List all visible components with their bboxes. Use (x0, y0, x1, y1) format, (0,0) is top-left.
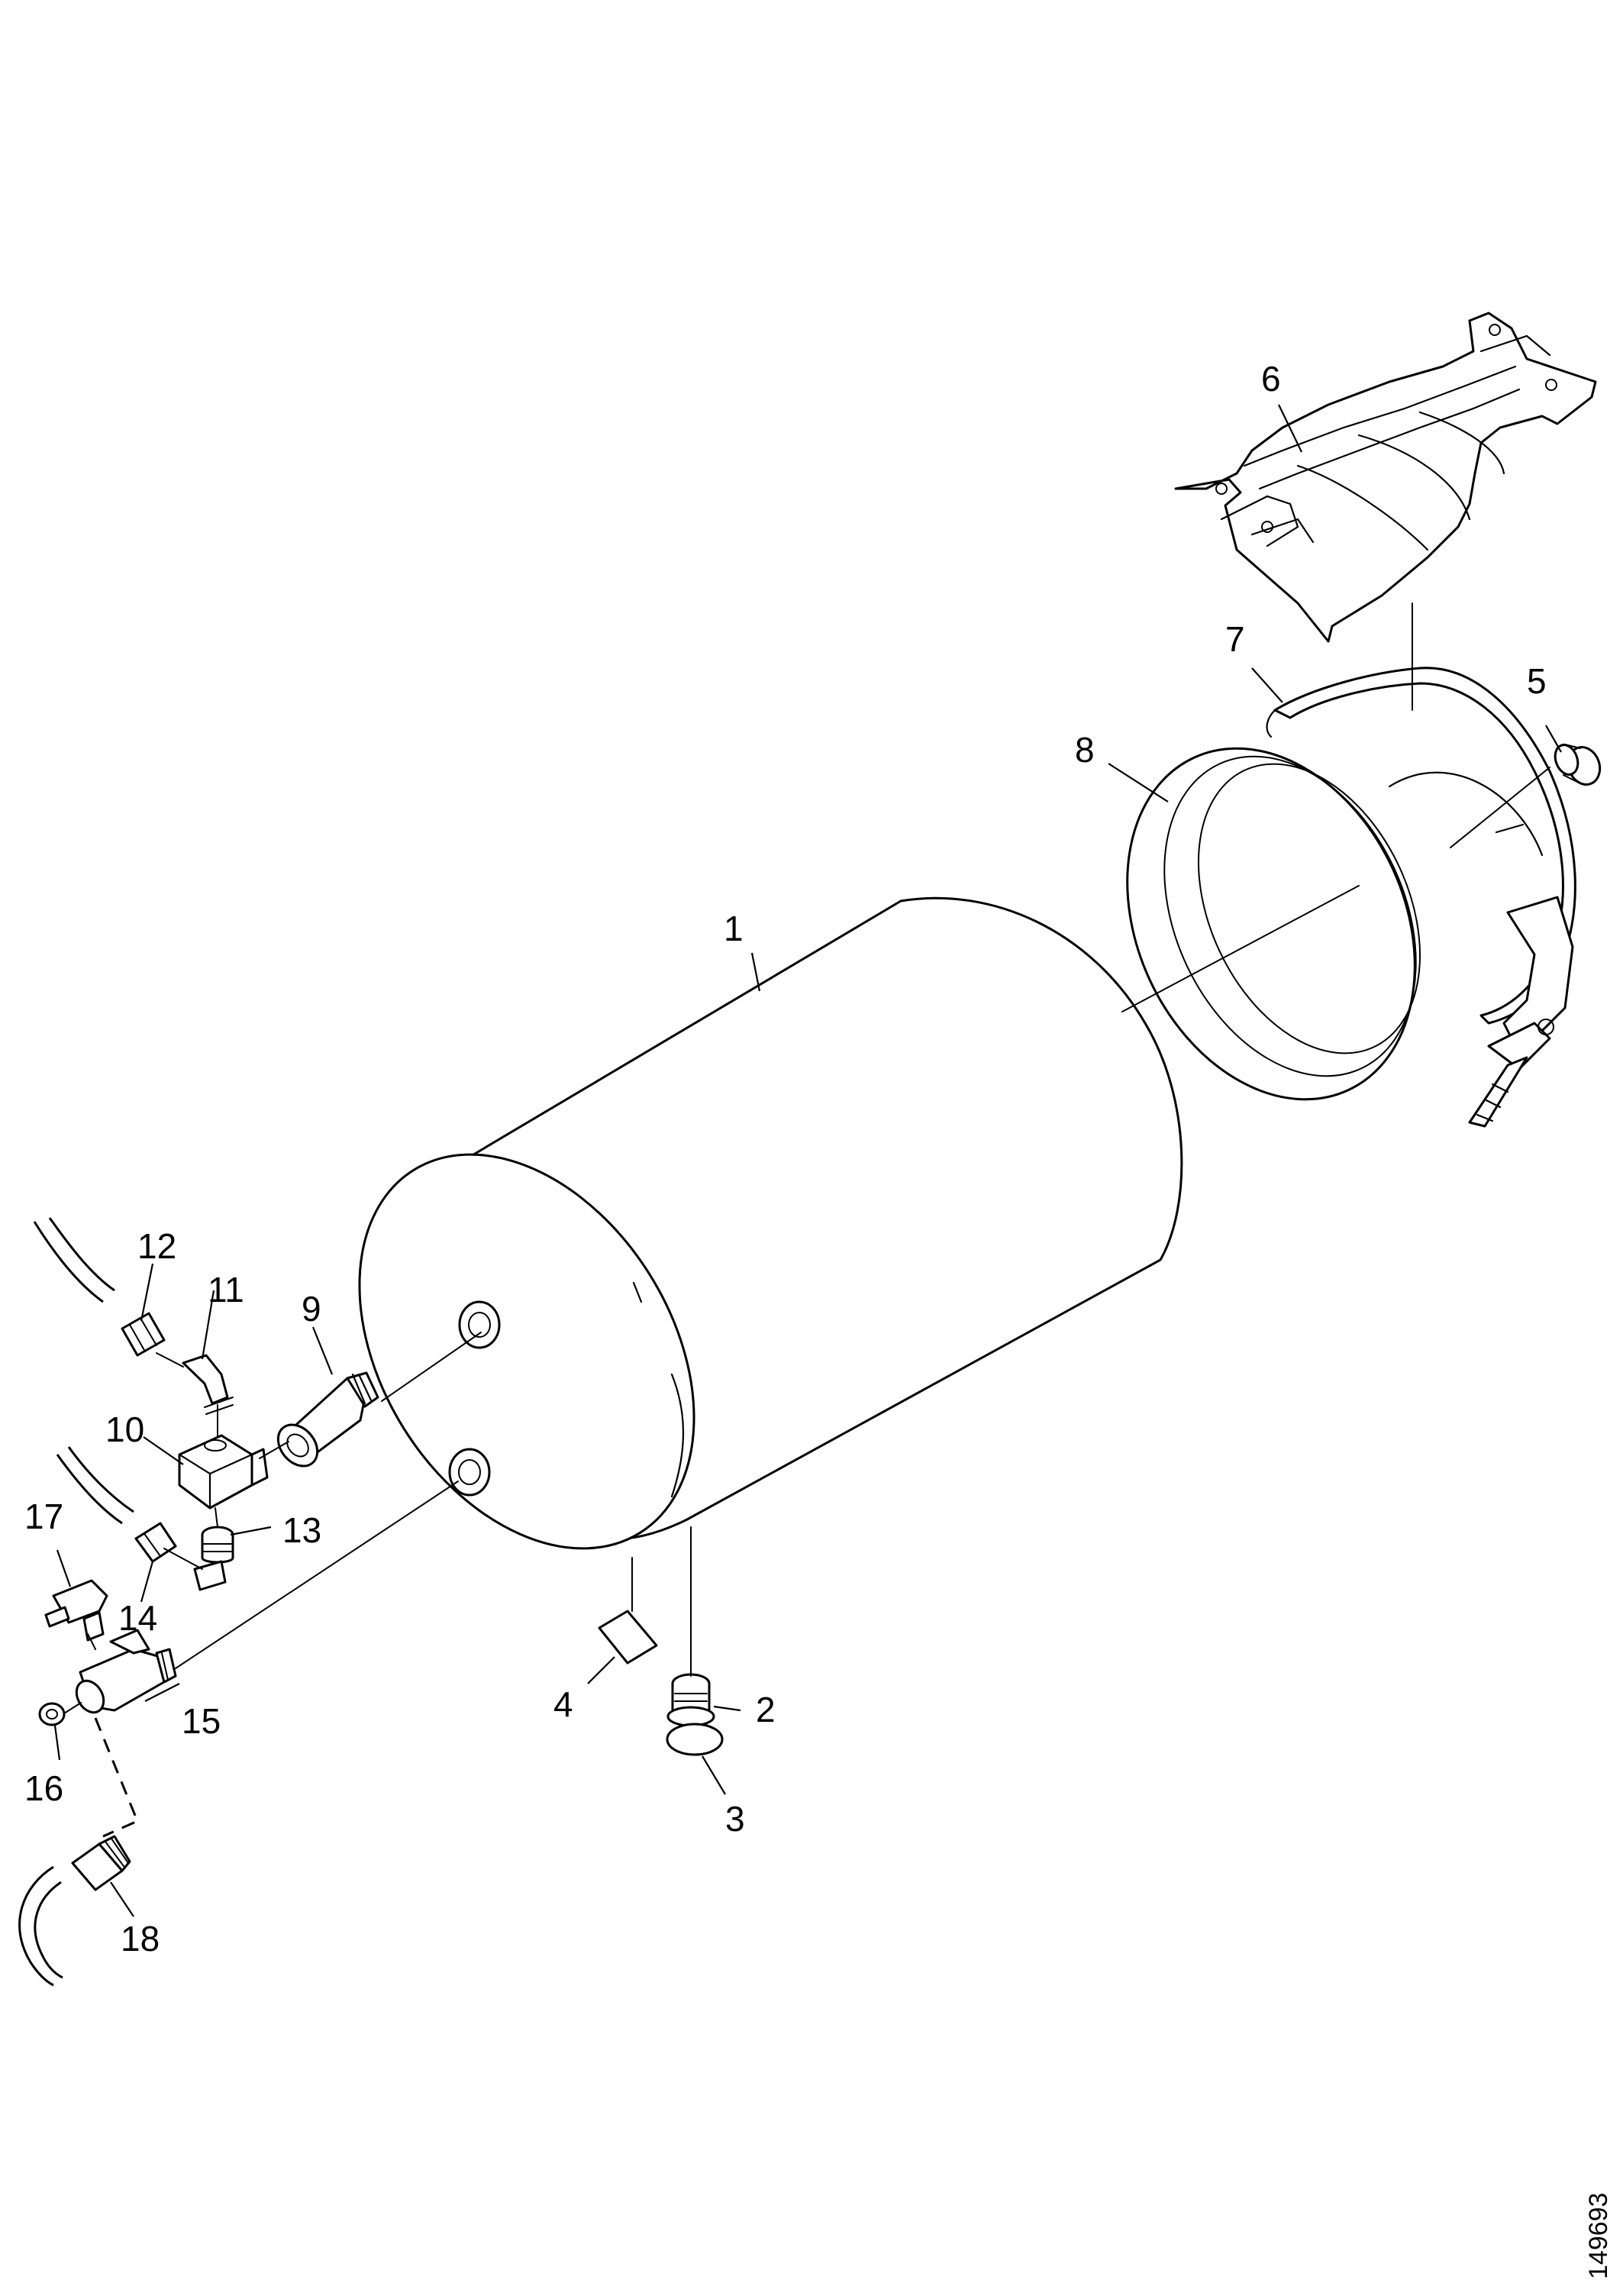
callout-labels: 1 2 3 4 5 6 7 8 9 10 11 12 13 14 15 16 1… (24, 359, 1547, 1959)
callout-17: 17 (24, 1497, 63, 1536)
callout-5: 5 (1527, 661, 1547, 701)
hoses (18, 1217, 134, 1987)
callout-2: 2 (756, 1690, 776, 1729)
callout-10: 10 (105, 1410, 144, 1449)
nut-part-16 (38, 1702, 66, 1726)
assembly-lines (63, 602, 1550, 1838)
label-plate-part-4 (598, 1610, 658, 1665)
callout-7: 7 (1225, 619, 1245, 659)
hose-connector-part-12 (121, 1312, 166, 1357)
callout-9: 9 (302, 1289, 321, 1329)
tank-part-1 (358, 896, 1183, 1550)
elbow-part-11 (182, 1354, 234, 1415)
hose-fitting-part-18 (71, 1835, 131, 1891)
t-fitting-part-15 (75, 1629, 177, 1714)
callout-6: 6 (1261, 359, 1281, 399)
callout-4: 4 (553, 1684, 573, 1724)
drain-plug-part-2 (666, 1673, 715, 1727)
callout-13: 13 (282, 1510, 321, 1550)
valve-part-17 (44, 1579, 108, 1642)
fitting-part-9 (276, 1371, 379, 1468)
callout-8: 8 (1075, 730, 1095, 770)
fitting-part-13 (193, 1526, 234, 1591)
callout-11: 11 (208, 1270, 244, 1309)
leader-lines (53, 404, 1562, 1917)
band-ring-part-7 (1266, 667, 1576, 1025)
heat-shield-part-6 (1174, 312, 1597, 643)
callout-18: 18 (121, 1919, 160, 1959)
callout-12: 12 (137, 1226, 176, 1266)
clamp-ring-part-8 (1126, 747, 1574, 1128)
callout-3: 3 (725, 1799, 745, 1839)
callout-1: 1 (724, 909, 744, 948)
o-ring-part-3 (666, 1723, 724, 1756)
connector-part-14 (134, 1522, 177, 1563)
cap-part-5 (1554, 744, 1602, 786)
callout-15: 15 (182, 1701, 221, 1741)
callout-14: 14 (118, 1598, 157, 1638)
document-number: 149693 (1584, 2193, 1613, 2279)
t-block-part-10 (178, 1434, 269, 1510)
callout-16: 16 (24, 1768, 63, 1808)
